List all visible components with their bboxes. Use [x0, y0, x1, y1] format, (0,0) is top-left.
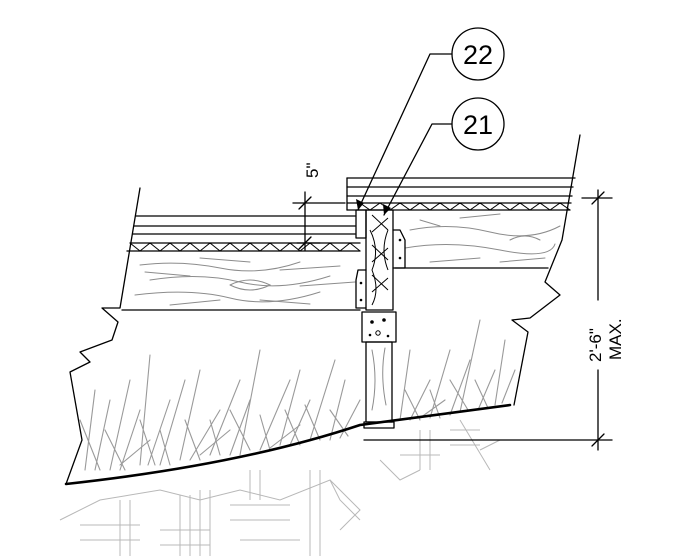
dimension-max-height-value: 2'-6"	[586, 328, 605, 362]
dimension-5-inch-label: 5"	[303, 163, 322, 179]
dimension-max-height: 2'-6" MAX.	[363, 189, 625, 451]
callout-22: 22	[356, 27, 505, 211]
ground-line	[64, 403, 512, 486]
dimension-max-height-label: MAX.	[606, 318, 625, 360]
grass-pattern	[79, 319, 516, 471]
dimension-5-inch: 5"	[292, 163, 346, 251]
lower-deck-boards	[126, 215, 361, 252]
ledger-blocking	[355, 209, 406, 311]
callout-22-label: 22	[463, 40, 493, 70]
left-break-line	[65, 187, 141, 485]
upper-deck-boards	[346, 177, 576, 211]
callout-21-label: 21	[463, 110, 493, 140]
post-and-bracket	[361, 311, 397, 429]
right-break-line	[511, 134, 581, 406]
left-joist	[121, 257, 361, 311]
right-joist	[394, 213, 561, 269]
callout-21: 21	[383, 97, 505, 216]
